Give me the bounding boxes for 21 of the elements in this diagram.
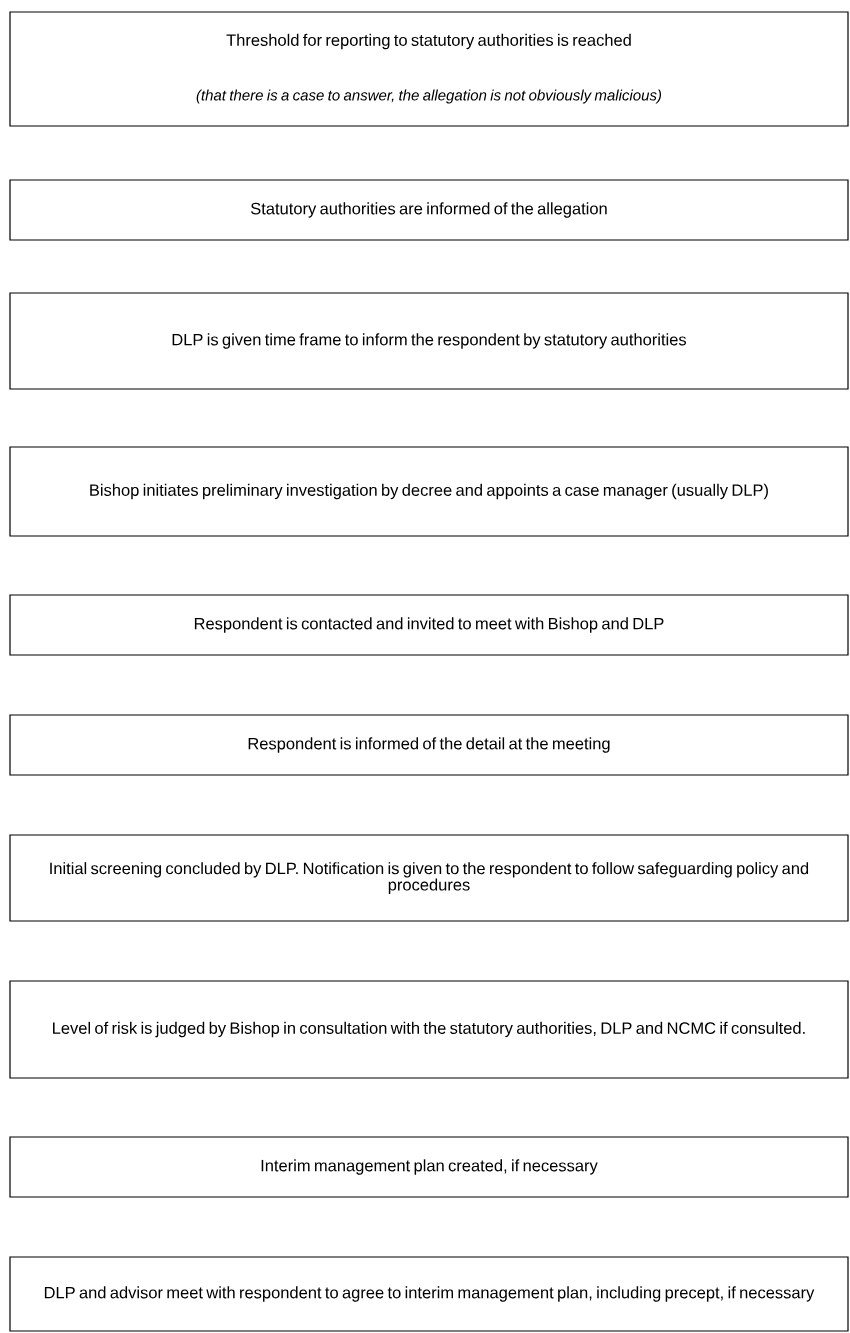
process-box xyxy=(9,594,849,656)
process-box xyxy=(9,11,849,127)
process-box xyxy=(9,714,849,776)
step-text: Initial screening concluded by DLP. Notification is given to the respondent to follow safeguarding policy and procedures xyxy=(50,862,809,894)
process-box xyxy=(9,446,849,537)
step-text: Interim management plan created, if necessary xyxy=(261,1159,598,1175)
step-text: Bishop initiates preliminary investigation by decree and appoints a case manager (usually DLP) xyxy=(90,483,768,500)
process-box xyxy=(9,1256,849,1332)
step-text: Statutory authorities are informed of the allegation xyxy=(251,202,607,218)
step-text: (that there is a case to answer, the allegation is not obviously malicious) xyxy=(196,89,662,104)
step-text: Respondent is contacted and invited to meet with Bishop and DLP xyxy=(194,617,664,633)
step-text: DLP is given time frame to inform the respondent by statutory authorities xyxy=(172,333,687,349)
step-text: Level of risk is judged by Bishop in consultation with the statutory authorities, DLP and NCMC if consulted. xyxy=(53,1021,805,1038)
step-text: DLP and advisor meet with respondent to agree to interim management plan, including precept, if necessary xyxy=(44,1286,815,1302)
process-box xyxy=(9,980,849,1079)
step-text: Respondent is informed of the detail at the meeting xyxy=(248,737,610,753)
process-box xyxy=(9,1136,849,1198)
process-box xyxy=(9,834,849,922)
process-box xyxy=(9,292,849,390)
process-box xyxy=(9,179,849,241)
step-text: Threshold for reporting to statutory authorities is reached xyxy=(226,33,631,50)
